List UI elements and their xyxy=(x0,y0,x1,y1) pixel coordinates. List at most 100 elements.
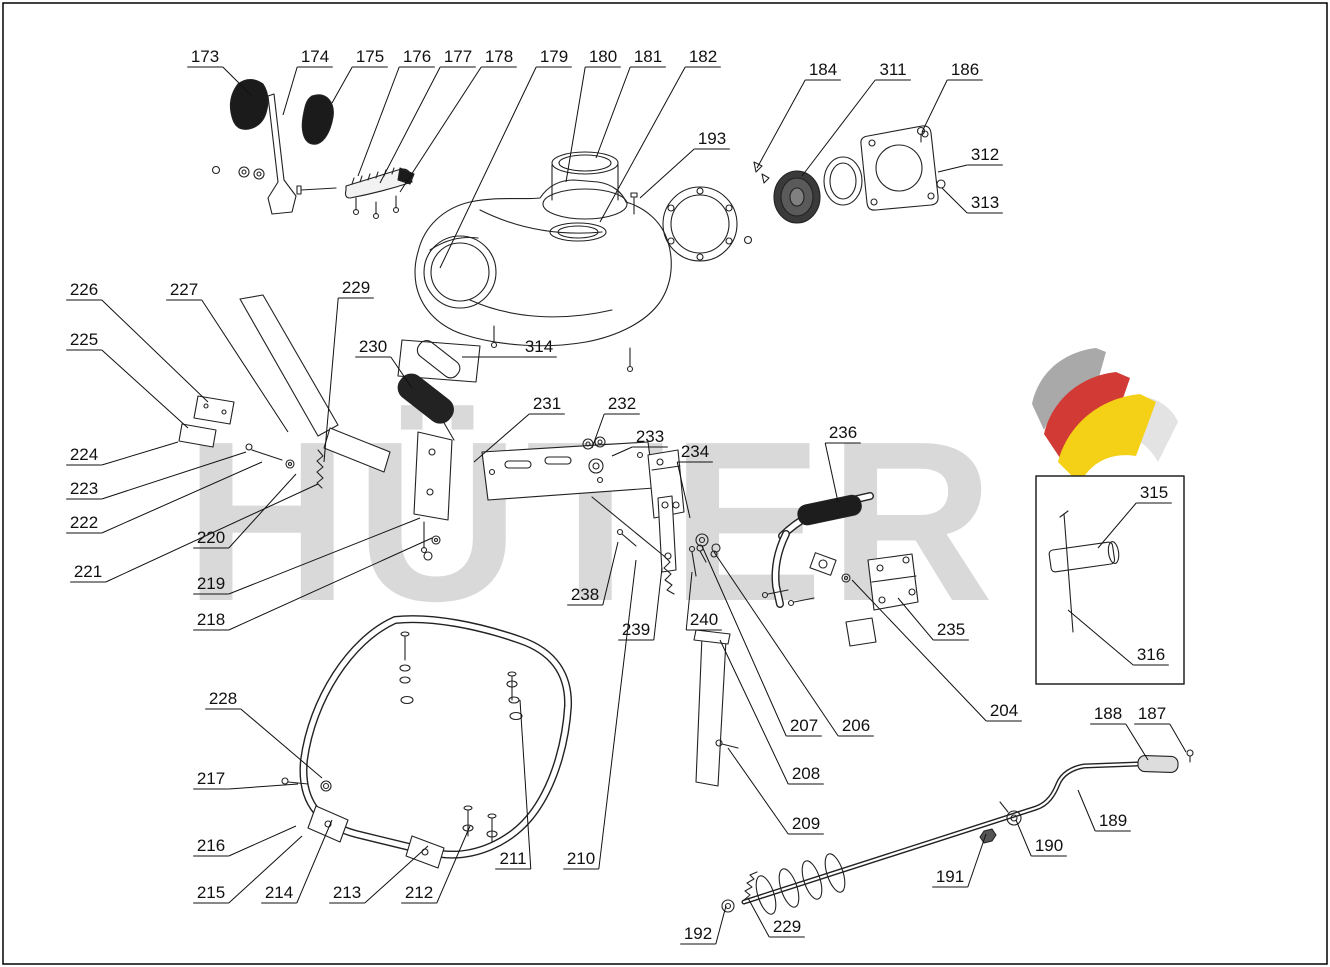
leader-line-230 xyxy=(390,356,413,389)
leader-line-229 xyxy=(323,297,339,463)
part-label-215: 215 xyxy=(197,883,225,902)
leader-line-207 xyxy=(701,545,787,737)
leader-line-216 xyxy=(228,825,297,857)
leader-line-204 xyxy=(851,579,987,722)
part-label-216: 216 xyxy=(197,836,225,855)
leader-line-231 xyxy=(473,413,530,463)
leader-line-187 xyxy=(1169,723,1187,753)
leader-line-181 xyxy=(595,66,631,159)
part-label-192: 192 xyxy=(684,924,712,943)
part-label-174: 174 xyxy=(301,47,329,66)
part-label-187: 187 xyxy=(1138,704,1166,723)
leader-line-211 xyxy=(519,699,532,870)
leader-line-313 xyxy=(941,187,968,214)
leader-line-236 xyxy=(824,442,839,503)
part-label-209: 209 xyxy=(792,814,820,833)
part-label-316: 316 xyxy=(1137,645,1165,664)
part-label-186: 186 xyxy=(951,60,979,79)
leader-line-219 xyxy=(228,517,421,595)
part-label-229-bottom: 229 xyxy=(773,917,801,936)
part-label-214: 214 xyxy=(265,883,293,902)
part-label-179: 179 xyxy=(540,47,568,66)
leader-line-214 xyxy=(296,819,333,904)
leader-line-173 xyxy=(222,66,253,97)
logo-yellow-shape xyxy=(1058,394,1156,484)
part-label-204: 204 xyxy=(990,701,1018,720)
part-label-229: 229 xyxy=(342,278,370,297)
leader-line-213 xyxy=(364,845,429,904)
chute-ring-parts xyxy=(630,125,946,262)
leader-line-312 xyxy=(937,164,968,173)
leader-line-220 xyxy=(228,473,297,549)
part-label-232: 232 xyxy=(608,394,636,413)
part-label-224: 224 xyxy=(70,445,98,464)
part-label-188: 188 xyxy=(1094,704,1122,723)
leader-line-180 xyxy=(565,66,586,183)
logo-gray-shape xyxy=(1032,348,1106,430)
part-label-315: 315 xyxy=(1140,483,1168,502)
part-label-191: 191 xyxy=(936,867,964,886)
leader-line-225 xyxy=(101,349,189,429)
part-label-176: 176 xyxy=(403,47,431,66)
leader-line-212 xyxy=(436,825,471,904)
part-label-182: 182 xyxy=(689,47,717,66)
leader-line-206 xyxy=(713,551,839,737)
part-label-223: 223 xyxy=(70,479,98,498)
leader-line-208 xyxy=(719,639,789,785)
leader-line-238 xyxy=(602,541,619,606)
inset-detail-box xyxy=(1035,475,1185,685)
watermark-text: HÜTER xyxy=(184,395,999,649)
part-label-208: 208 xyxy=(792,764,820,783)
leader-line-228 xyxy=(240,708,323,779)
control-panel xyxy=(481,436,721,595)
part-label-235: 235 xyxy=(937,620,965,639)
leader-line-182 xyxy=(599,66,686,223)
part-label-190: 190 xyxy=(1035,836,1063,855)
leader-line-234 xyxy=(676,461,691,519)
part-label-212: 212 xyxy=(405,883,433,902)
part-label-184: 184 xyxy=(809,60,837,79)
part-label-230: 230 xyxy=(359,337,387,356)
part-label-228: 228 xyxy=(209,689,237,708)
part-label-226: 226 xyxy=(70,280,98,299)
leader-line-217 xyxy=(228,783,299,790)
leader-line-193 xyxy=(639,148,695,199)
brand-logo xyxy=(1032,348,1178,484)
part-label-314: 314 xyxy=(525,337,553,356)
leader-line-226 xyxy=(101,299,209,403)
part-label-313: 313 xyxy=(971,193,999,212)
leader-line-186 xyxy=(921,79,948,133)
part-label-177: 177 xyxy=(444,47,472,66)
right-handle-assembly xyxy=(761,492,919,647)
leader-line-233 xyxy=(611,446,633,457)
leader-line-221 xyxy=(105,483,319,583)
part-label-181: 181 xyxy=(634,47,662,66)
leader-line-177 xyxy=(379,66,441,184)
upper-handle-tube xyxy=(178,294,481,561)
shift-lever-assembly xyxy=(211,78,415,220)
leader-line-178 xyxy=(399,66,482,193)
lower-handle-frame xyxy=(281,615,573,869)
part-label-180: 180 xyxy=(589,47,617,66)
leader-line-224 xyxy=(101,441,179,466)
part-label-231: 231 xyxy=(533,394,561,413)
crank-rod-auger xyxy=(721,749,1194,915)
machine-drawing xyxy=(178,78,1194,915)
part-label-220: 220 xyxy=(197,528,225,547)
leader-line-311 xyxy=(801,79,876,177)
part-label-175: 175 xyxy=(356,47,384,66)
part-label-227: 227 xyxy=(170,280,198,299)
part-label-233: 233 xyxy=(636,427,664,446)
part-label-217: 217 xyxy=(197,769,225,788)
leader-line-222 xyxy=(101,461,263,534)
part-label-225: 225 xyxy=(70,330,98,349)
part-label-178: 178 xyxy=(485,47,513,66)
leader-line-227 xyxy=(201,299,289,433)
leader-line-190 xyxy=(1015,819,1032,857)
part-label-207: 207 xyxy=(790,716,818,735)
chute-crank-tube xyxy=(693,629,739,787)
part-label-236: 236 xyxy=(829,423,857,442)
leader-line-188 xyxy=(1125,723,1149,761)
part-label-240: 240 xyxy=(690,610,718,629)
